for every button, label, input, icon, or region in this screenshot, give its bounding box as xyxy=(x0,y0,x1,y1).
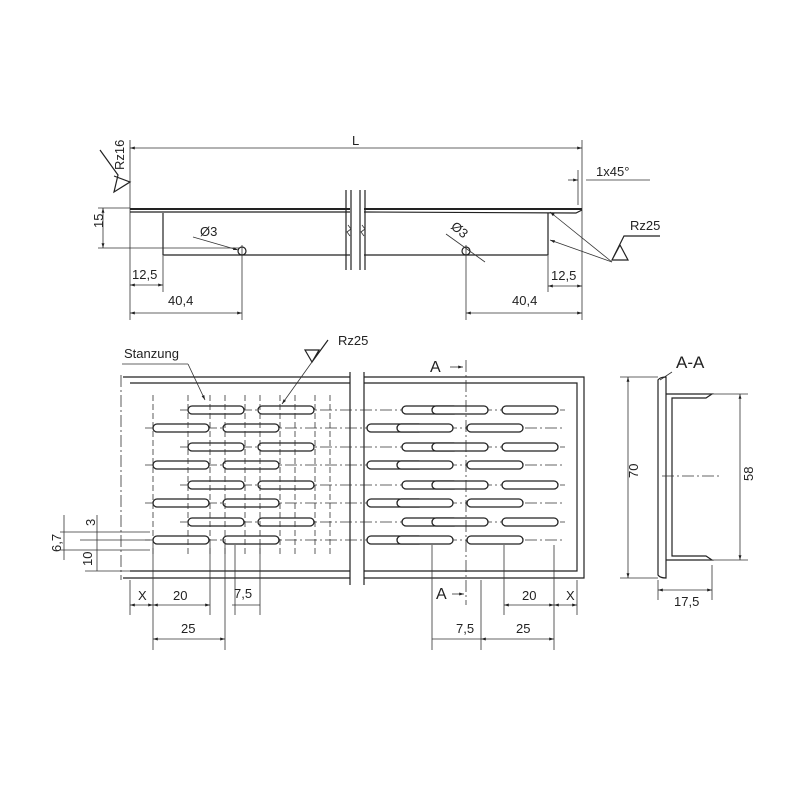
plate-bottom xyxy=(130,209,583,214)
roughness-label: Rz25 xyxy=(338,333,368,348)
slot xyxy=(396,460,454,470)
bottom-dimensions: X 20 7,5 25 7,5 25 20 X xyxy=(129,545,578,650)
slot xyxy=(187,442,245,452)
section-mark-bottom: A xyxy=(436,586,447,603)
slot xyxy=(396,535,454,545)
row-pitch-label: 6,7 xyxy=(49,534,64,552)
slot xyxy=(431,480,489,490)
length-label: L xyxy=(352,133,359,148)
x-left-label: X xyxy=(138,588,147,603)
roughness-leader xyxy=(281,361,313,405)
section-mark-top: A xyxy=(430,359,441,376)
slot xyxy=(257,405,315,415)
break-lines xyxy=(345,190,366,270)
slot-len-right-label: 20 xyxy=(522,588,536,603)
slot xyxy=(222,423,280,433)
outer-height-label: 70 xyxy=(626,464,641,478)
slot xyxy=(187,517,245,527)
slot xyxy=(466,460,524,470)
break-symbol xyxy=(346,224,366,237)
side-view: L 1x45° Ø3 Ø3 15 Rz16 Rz25 xyxy=(91,133,660,320)
slot-width-label: 3 xyxy=(83,519,98,526)
inner-height-label: 58 xyxy=(741,467,756,481)
roughness-symbol-right xyxy=(611,235,660,261)
height-label: 15 xyxy=(91,214,106,228)
section-title: A-A xyxy=(676,353,705,372)
section-view: A-A 70 58 17,5 xyxy=(620,353,756,609)
slot xyxy=(501,442,559,452)
slot xyxy=(152,423,210,433)
edge-label: 10 xyxy=(80,552,95,566)
front-view: Stanzung Rz25 A A 6,7 3 10 X 20 7,5 xyxy=(49,333,585,650)
extension-lines xyxy=(431,545,578,650)
pitch-right-label: 25 xyxy=(516,621,530,636)
slot xyxy=(152,535,210,545)
chamfer-label: 1x45° xyxy=(596,164,629,179)
hole-dist-left-label: 40,4 xyxy=(168,293,193,308)
x-right-label: X xyxy=(566,588,575,603)
slot xyxy=(431,517,489,527)
pitch-left-label: 25 xyxy=(181,621,195,636)
roughness-leader xyxy=(549,211,613,263)
outer-frame xyxy=(123,376,585,579)
roughness-right-label: Rz25 xyxy=(630,218,660,233)
body-outline xyxy=(162,213,549,256)
roughness-leader xyxy=(549,239,613,263)
hole-left-label: Ø3 xyxy=(200,224,217,239)
slot xyxy=(466,498,524,508)
offset-left-label: 12,5 xyxy=(132,267,157,282)
gap-right-label: 7,5 xyxy=(456,621,474,636)
roughness-symbol-left xyxy=(99,149,132,194)
slot xyxy=(501,480,559,490)
slot xyxy=(466,423,524,433)
punching-leader xyxy=(187,363,206,401)
break-lines xyxy=(349,372,365,585)
slot xyxy=(222,535,280,545)
slot xyxy=(152,498,210,508)
gap-left-label: 7,5 xyxy=(234,586,252,601)
slot xyxy=(187,480,245,490)
punching-label: Stanzung xyxy=(124,346,179,361)
slot xyxy=(152,460,210,470)
slot xyxy=(257,442,315,452)
slot xyxy=(257,480,315,490)
hole-dist-right-label: 40,4 xyxy=(512,293,537,308)
extension-lines xyxy=(620,376,748,600)
slot-pattern xyxy=(145,395,565,555)
slot xyxy=(222,460,280,470)
slot xyxy=(501,517,559,527)
roughness-left-label: Rz16 xyxy=(112,140,127,170)
section-flanges xyxy=(666,393,714,561)
section-leader xyxy=(659,371,673,381)
extension-lines xyxy=(129,545,261,650)
hole-leader xyxy=(445,233,486,263)
slot xyxy=(466,535,524,545)
slot xyxy=(431,405,489,415)
slot xyxy=(222,498,280,508)
slot xyxy=(396,423,454,433)
offset-right-label: 12,5 xyxy=(551,268,576,283)
inner-frame xyxy=(130,382,578,572)
slot xyxy=(187,405,245,415)
depth-label: 17,5 xyxy=(674,594,699,609)
slot xyxy=(396,498,454,508)
section-plate xyxy=(657,376,667,579)
slot xyxy=(257,517,315,527)
roughness-symbol xyxy=(303,339,329,364)
slot-len-left-label: 20 xyxy=(173,588,187,603)
slot xyxy=(431,442,489,452)
slot xyxy=(501,405,559,415)
